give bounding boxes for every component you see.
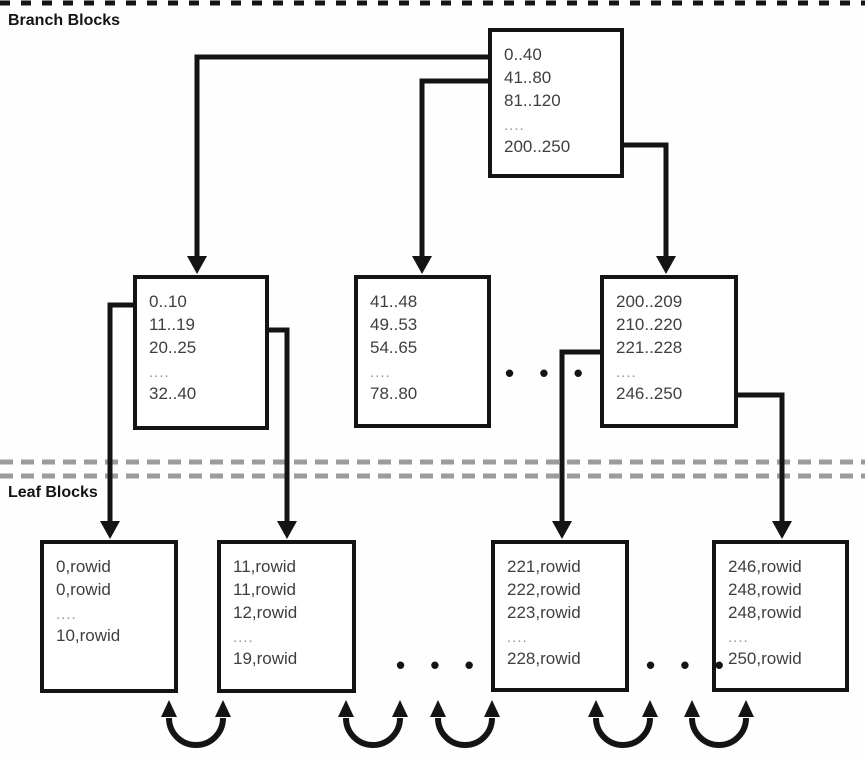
block-entry: 41..48 [370,292,418,311]
block-entry: 0..10 [149,292,187,311]
block-entry: 32..40 [149,384,197,403]
branch-block-right: 200..209 210..220 221..228 .... 246..250 [600,275,738,428]
leaf-blocks-label: Leaf Blocks [8,484,98,501]
block-entry: 248,rowid [728,603,802,622]
leaf-block-1: 0,rowid 0,rowid .... 10,rowid [40,540,178,693]
block-entry: 210..220 [616,315,683,334]
block-entry: 250,rowid [728,649,802,668]
branch-block-root: 0..40 41..80 81..120 .... 200..250 [488,28,624,178]
leaf-block-4: 246,rowid 248,rowid 248,rowid .... 250,r… [712,540,849,692]
block-entry: 228,rowid [507,649,581,668]
block-entry: 49..53 [370,315,418,334]
block-entry: 246,rowid [728,557,802,576]
block-entry: 0,rowid [56,580,111,599]
block-entry: 248,rowid [728,580,802,599]
arrow-root-to-branch-right [622,142,676,274]
block-entry: 81..120 [504,91,561,110]
leaf-level-ellipsis-1: • • • [396,650,483,680]
block-entry: 223,rowid [507,603,581,622]
block-entry: 20..25 [149,338,197,357]
block-entry: 19,rowid [233,649,298,668]
block-entry: 11,rowid [233,557,296,576]
block-entry-ellipsis: .... [233,629,254,646]
leaf-level-ellipsis-2: • • • [646,650,733,680]
arrow-branch-left-to-leaf-2 [267,327,297,539]
block-entry-ellipsis: .... [149,364,170,381]
block-entry: 200..250 [504,137,571,156]
block-entry: 11..19 [149,315,196,334]
block-entry: 200..209 [616,292,683,311]
branch-block-left: 0..10 11..19 20..25 .... 32..40 [133,275,269,430]
block-entry: 41..80 [504,68,552,87]
arrow-branch-right-to-leaf-3 [552,349,602,539]
block-entry: 12,rowid [233,603,298,622]
branch-level-ellipsis: • • • [505,358,592,388]
block-entry-ellipsis: .... [728,629,749,646]
block-entry: 78..80 [370,384,418,403]
leaf-block-2: 11,rowid 11,rowid 12,rowid .... 19,rowid [217,540,356,693]
sibling-link-arrow-3 [430,700,500,748]
block-entry: 11,rowid [233,580,296,599]
block-entry: 0,rowid [56,557,111,576]
sibling-link-arrow-2 [338,700,408,748]
sibling-link-arrow-4 [588,700,658,748]
arrow-branch-left-to-leaf-1 [100,302,135,539]
sibling-link-arrow-5 [684,700,754,748]
leaf-block-3: 221,rowid 222,rowid 223,rowid .... 228,r… [491,540,629,692]
block-entry-ellipsis: .... [56,606,77,623]
block-entry: 0..40 [504,45,542,64]
block-entry-ellipsis: .... [504,117,525,134]
block-entry: 246..250 [616,384,683,403]
branch-block-middle: 41..48 49..53 54..65 .... 78..80 [354,275,491,428]
branch-blocks-label: Branch Blocks [8,12,121,29]
block-entry-ellipsis: .... [616,364,637,381]
block-entry: 222,rowid [507,580,581,599]
block-entry: 221,rowid [507,557,581,576]
arrow-branch-right-to-leaf-4 [736,392,792,539]
sibling-link-arrow-1 [161,700,231,748]
block-entry: 54..65 [370,338,418,357]
block-entry: 10,rowid [56,626,121,645]
arrow-root-to-branch-left [187,54,490,274]
block-entry-ellipsis: .... [370,364,391,381]
block-entry: 221..228 [616,338,683,357]
block-entry-ellipsis: .... [507,629,528,646]
arrow-root-to-branch-middle [412,78,490,274]
